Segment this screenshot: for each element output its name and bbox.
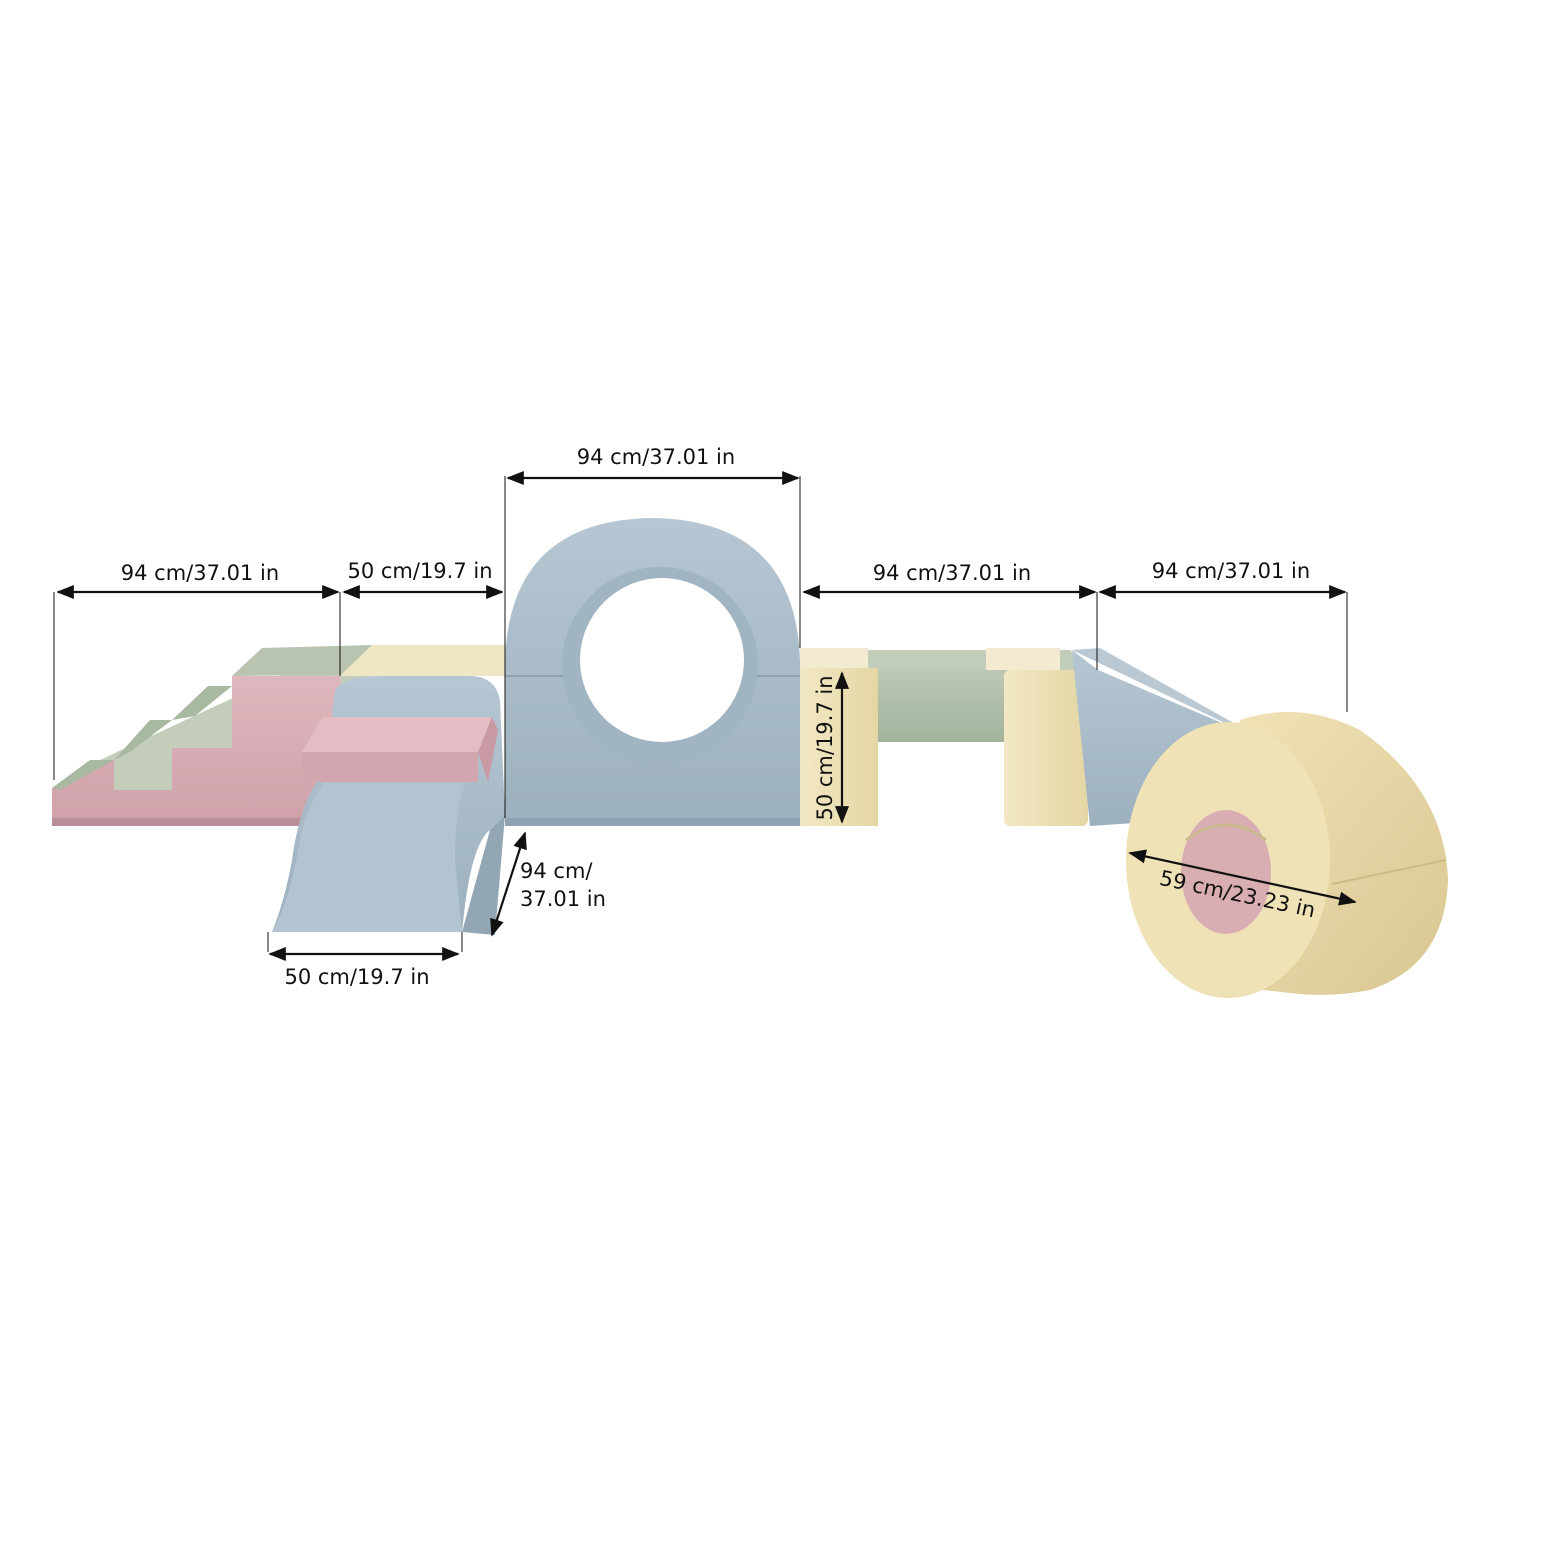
step-cushion <box>302 717 498 782</box>
stairs-block <box>52 645 372 826</box>
label-beam-length: 94 cm/37.01 in <box>873 561 1031 585</box>
dim-barrel-diameter <box>1128 849 1357 906</box>
dimension-lines <box>53 470 1357 962</box>
flat-block <box>340 645 505 676</box>
tunnel-arch <box>505 518 800 826</box>
label-ramp-length: 94 cm/37.01 in <box>1152 559 1310 583</box>
dim-wave-depth <box>490 831 527 937</box>
label-wave-depth-1: 94 cm/ <box>520 859 593 883</box>
label-wave-width: 50 cm/19.7 in <box>284 965 429 989</box>
label-arch-width: 94 cm/37.01 in <box>577 445 735 469</box>
label-pillar-height: 50 cm/19.7 in <box>813 675 837 820</box>
label-stairs-width: 94 cm/37.01 in <box>121 561 279 585</box>
pillar-block-left <box>800 648 878 826</box>
barrel-roll <box>1126 712 1448 998</box>
pillar-block-right <box>986 648 1088 826</box>
label-wave-depth-2: 37.01 in <box>520 887 606 911</box>
label-flat-width: 50 cm/19.7 in <box>347 559 492 583</box>
